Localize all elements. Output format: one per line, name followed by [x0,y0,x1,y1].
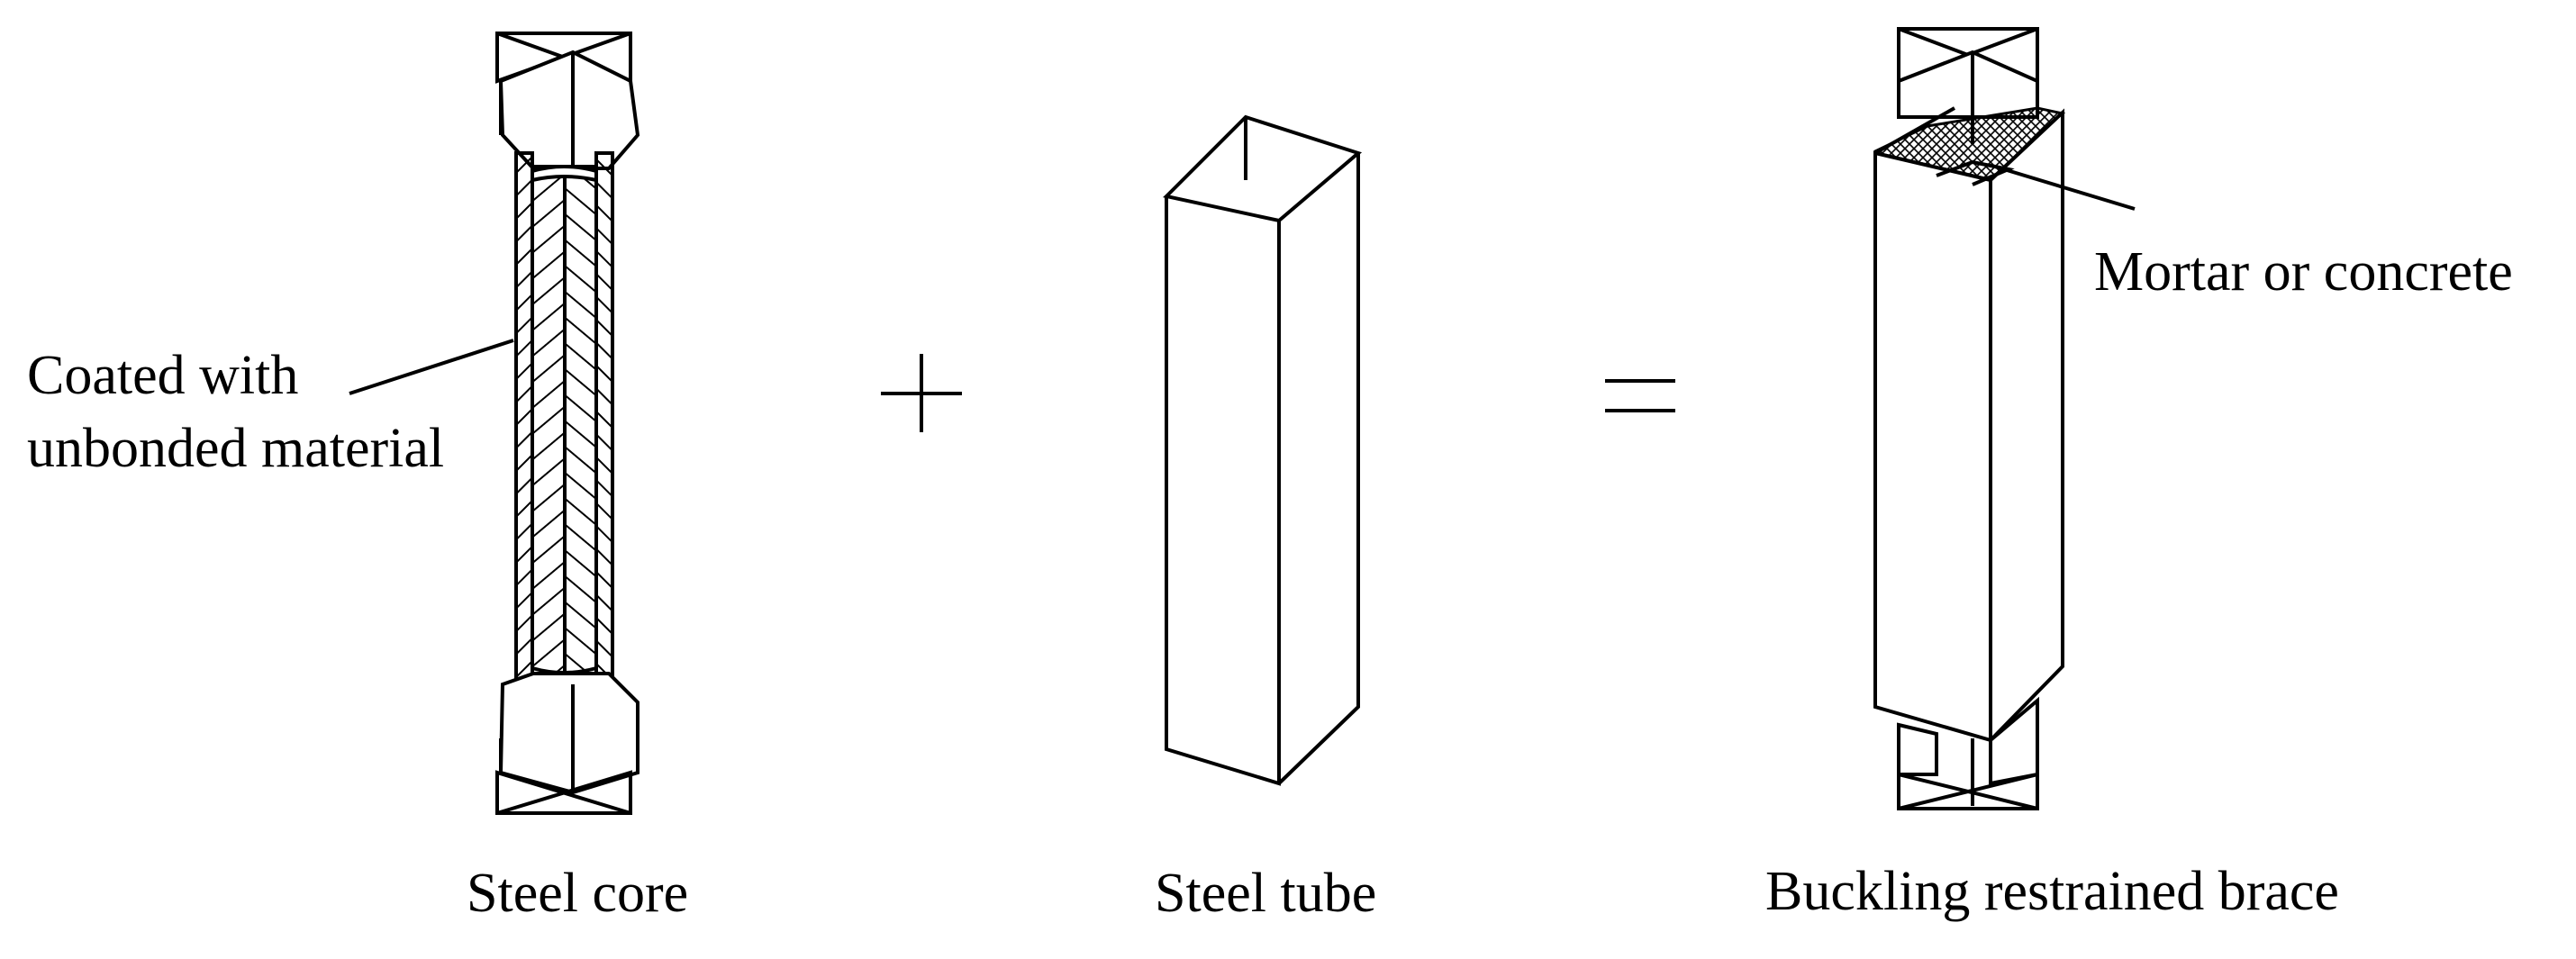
coating-leader-line [349,339,514,395]
steel-core-caption: Steel core [467,863,688,924]
steel-tube-drawing [1162,114,1363,786]
plus-sign [881,354,962,432]
steel-core-bottom-end [495,672,639,815]
equals-sign [1605,379,1675,412]
mortar-label: Mortar or concrete [2094,241,2513,303]
steel-tube-caption: Steel tube [1155,863,1376,924]
brace-caption: Buckling restrained brace [1765,861,2339,922]
brace-drawing [1873,27,2136,810]
steel-core-shaft [514,151,614,691]
steel-core-drawing [349,32,640,815]
coating-label-line1: Coated with [27,345,298,406]
mortar-leader-line [1994,165,2136,211]
steel-core-top-end [495,32,640,170]
coating-label-line2: unbonded material [27,418,444,479]
